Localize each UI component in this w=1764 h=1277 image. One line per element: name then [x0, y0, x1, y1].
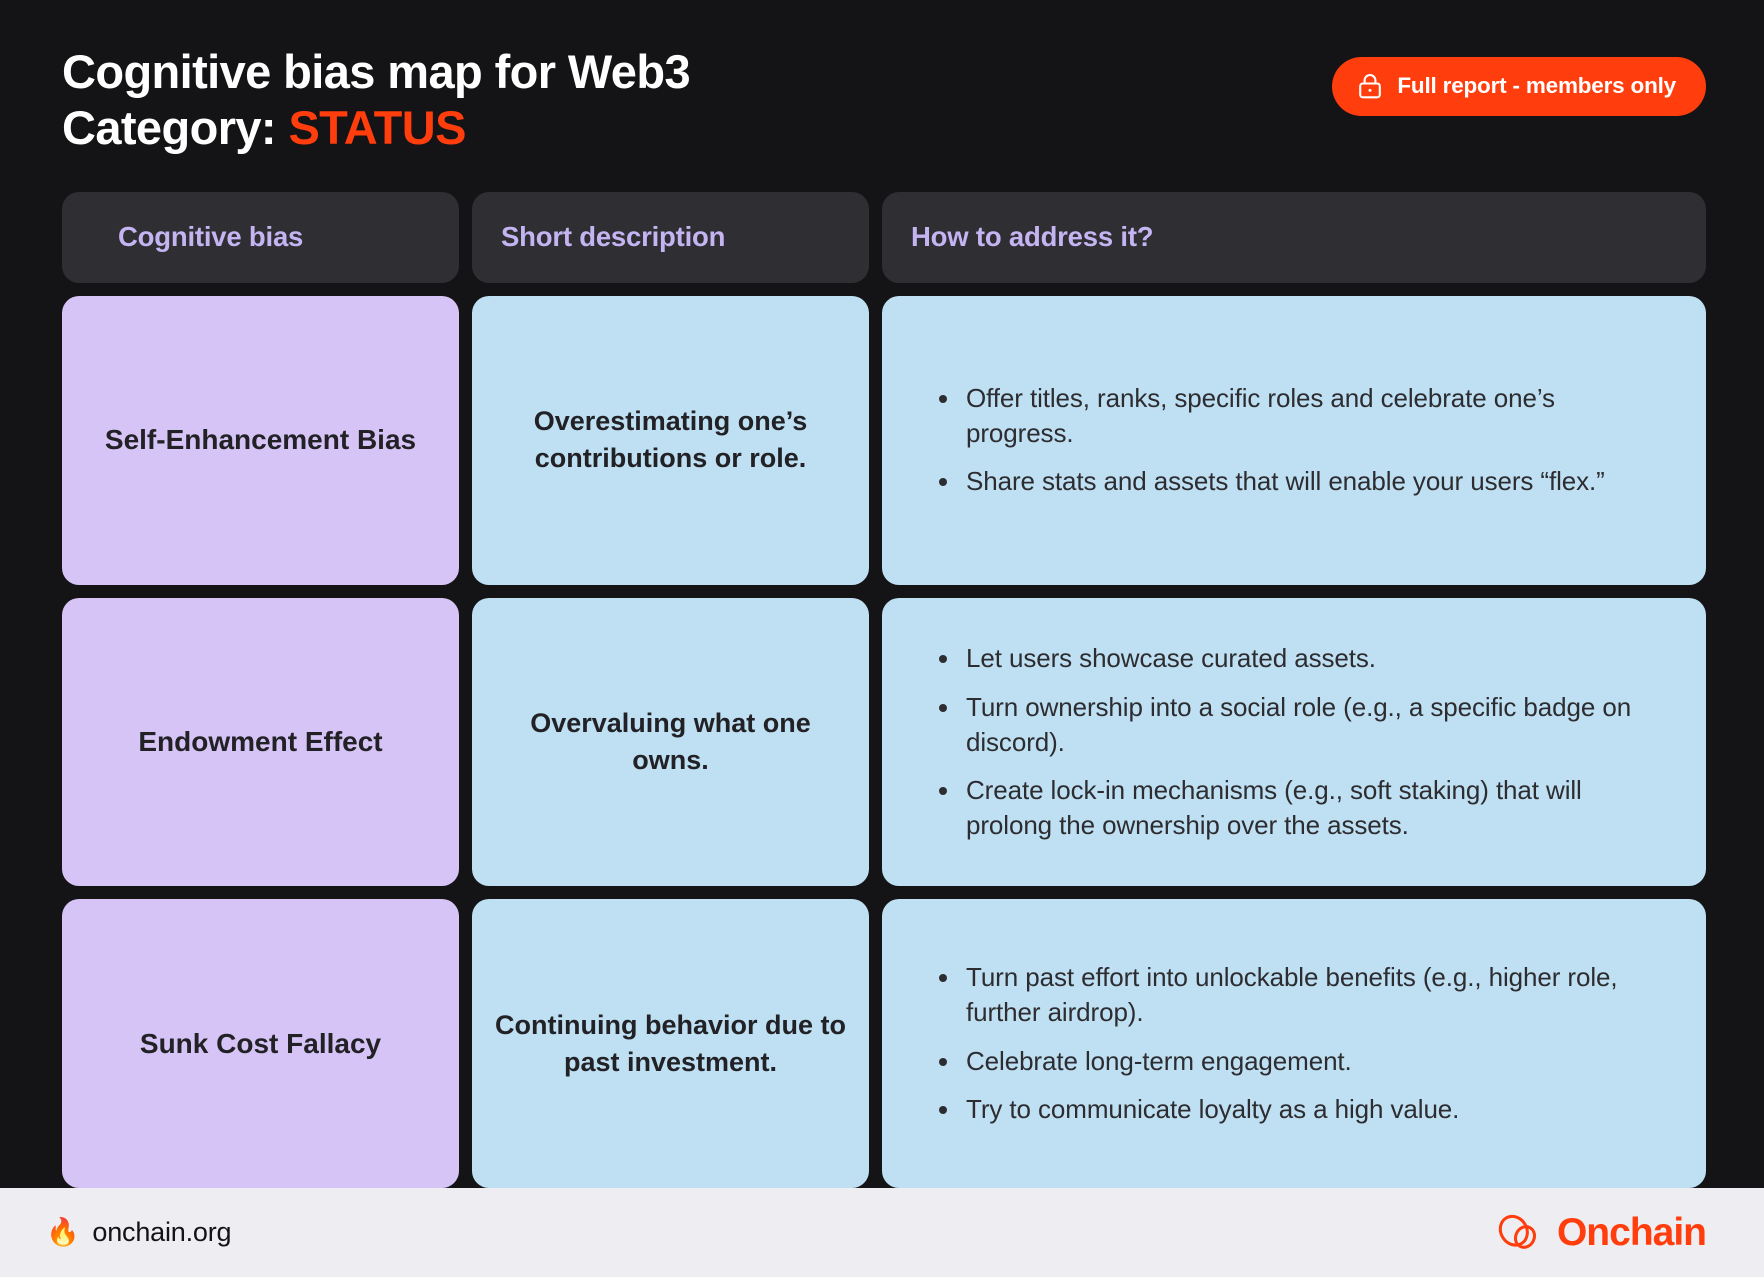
actions-list: Turn past effort into unlockable benefit…: [930, 960, 1666, 1126]
action-item: Create lock-in mechanisms (e.g., soft st…: [930, 773, 1666, 842]
full-report-button-label: Full report - members only: [1397, 73, 1676, 98]
action-item: Share stats and assets that will enable …: [930, 464, 1666, 499]
action-item: Let users showcase curated assets.: [930, 641, 1666, 676]
table-row: Self-Enhancement Bias Overestimating one…: [62, 295, 1706, 585]
bias-actions-cell: Let users showcase curated assets. Turn …: [882, 597, 1706, 887]
bias-table: Cognitive bias Short description How to …: [0, 191, 1764, 1188]
bias-actions-cell: Offer titles, ranks, specific roles and …: [882, 295, 1706, 585]
action-item: Turn ownership into a social role (e.g.,…: [930, 690, 1666, 759]
column-header-label: Cognitive bias: [118, 221, 304, 253]
column-header-label: How to address it?: [911, 221, 1154, 253]
column-header-label: Short description: [501, 221, 726, 253]
action-item: Offer titles, ranks, specific roles and …: [930, 381, 1666, 450]
bias-name-label: Self-Enhancement Bias: [104, 424, 417, 456]
bias-name-label: Endowment Effect: [138, 725, 383, 757]
page-footer: 🔥 onchain.org Onchain: [0, 1188, 1764, 1277]
table-row: Endowment Effect Overvaluing what one ow…: [62, 597, 1706, 887]
column-header-how-to-address: How to address it?: [882, 191, 1706, 283]
action-item: Celebrate long-term engagement.: [930, 1044, 1666, 1079]
onchain-loops-logo-icon: [1496, 1209, 1543, 1256]
table-row: Sunk Cost Fallacy Continuing behavior du…: [62, 899, 1706, 1188]
page-title-line-1: Cognitive bias map for Web3: [62, 45, 691, 98]
bias-name-cell: Self-Enhancement Bias: [62, 295, 459, 585]
bias-description-label: Overestimating one’s contributions or ro…: [533, 406, 808, 474]
page-title-category-label: Category:: [62, 100, 289, 154]
page-title-line-2: Category: STATUS: [62, 100, 690, 156]
bias-name-cell: Sunk Cost Fallacy: [62, 899, 459, 1188]
bias-description-label: Continuing behavior due to past investme…: [495, 1009, 846, 1077]
onchain-brand-name: Onchain: [1556, 1210, 1707, 1254]
footer-site-link[interactable]: 🔥 onchain.org: [46, 1217, 232, 1248]
page-header: Cognitive bias map for Web3 Category: ST…: [0, 0, 1764, 156]
bias-description-label: Overvaluing what one owns.: [530, 708, 811, 775]
column-header-cognitive-bias: Cognitive bias: [62, 191, 459, 283]
bias-description-cell: Continuing behavior due to past investme…: [472, 899, 869, 1188]
column-header-short-description: Short description: [472, 191, 869, 283]
actions-list: Offer titles, ranks, specific roles and …: [930, 381, 1666, 499]
lock-icon: [1358, 73, 1382, 99]
actions-list: Let users showcase curated assets. Turn …: [930, 641, 1666, 842]
fire-emoji-icon: 🔥: [46, 1217, 80, 1247]
bias-description-cell: Overvaluing what one owns.: [472, 597, 869, 887]
page-title: Cognitive bias map for Web3 Category: ST…: [62, 44, 691, 156]
page-title-category-value: STATUS: [288, 100, 466, 154]
bias-actions-cell: Turn past effort into unlockable benefit…: [882, 899, 1706, 1188]
action-item: Try to communicate loyalty as a high val…: [930, 1092, 1666, 1127]
bias-description-cell: Overestimating one’s contributions or ro…: [472, 295, 869, 585]
action-item: Turn past effort into unlockable benefit…: [930, 960, 1666, 1029]
table-header-row: Cognitive bias Short description How to …: [62, 191, 1706, 283]
bias-name-label: Sunk Cost Fallacy: [139, 1027, 382, 1059]
footer-site-label: onchain.org: [92, 1217, 232, 1247]
onchain-brand-logo: Onchain: [1496, 1209, 1707, 1256]
bias-name-cell: Endowment Effect: [62, 597, 459, 887]
full-report-members-only-button[interactable]: Full report - members only: [1332, 57, 1706, 116]
